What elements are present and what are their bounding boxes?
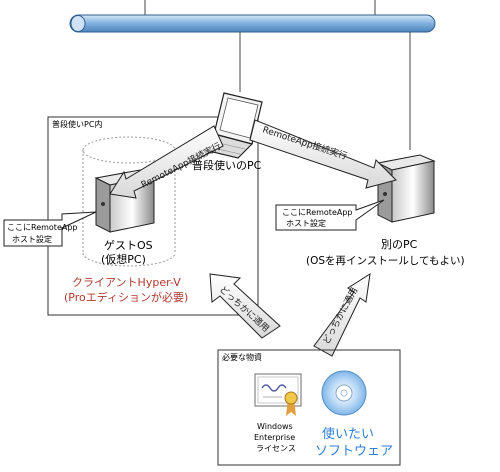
guest-os-sublabel: (仮想PC): [101, 252, 146, 266]
apply-arrow-left: どっちかに適用: [209, 273, 281, 339]
license-line1: Windows: [257, 422, 293, 431]
apply-arrow-left-label: どっちかに適用: [217, 283, 272, 334]
guest-remoteapp-note-line2: ホスト設定: [12, 234, 52, 244]
regular-pc-box-label: 普段使いPC内: [52, 119, 102, 129]
license-line2: Enterprise: [254, 433, 295, 442]
software-line2: ソフトウェア: [315, 444, 393, 459]
guest-remoteapp-note-line1: ここにRemoteApp: [7, 223, 78, 232]
laptop-icon: [194, 92, 263, 159]
guest-os-label: ゲストOS: [104, 239, 153, 252]
regular-pc-label: 普段使いのPC: [192, 158, 262, 172]
other-pc-tower-icon: [376, 154, 436, 223]
other-remoteapp-note-line1: ここにRemoteApp: [282, 208, 353, 217]
required-items-box: [217, 349, 401, 466]
license-line3: ライセンス: [256, 444, 296, 453]
network-bus: [69, 0, 436, 150]
hyperv-requirement: (Proエディションが必要): [64, 290, 188, 304]
software-cd-icon: [321, 370, 367, 416]
other-pc-label: 別のPC: [381, 238, 418, 251]
guest-remoteapp-callout: [3, 211, 97, 247]
other-pc-note: (OSを再インストールしてもよい): [306, 255, 465, 267]
required-items-box-label: 必要な物資: [222, 352, 262, 362]
remoteapp-arrow-right: RemoteApp接続実行: [249, 119, 397, 189]
other-remoteapp-callout: [275, 199, 385, 231]
apply-arrow-right: どっちかに適用: [313, 272, 371, 357]
other-remoteapp-note-line2: ホスト設定: [286, 218, 326, 228]
software-line1: 使いたい: [322, 426, 374, 442]
license-certificate-icon: [254, 373, 302, 416]
hyperv-label: クライアントHyper-V: [72, 276, 181, 289]
regular-pc-box: [47, 116, 259, 316]
